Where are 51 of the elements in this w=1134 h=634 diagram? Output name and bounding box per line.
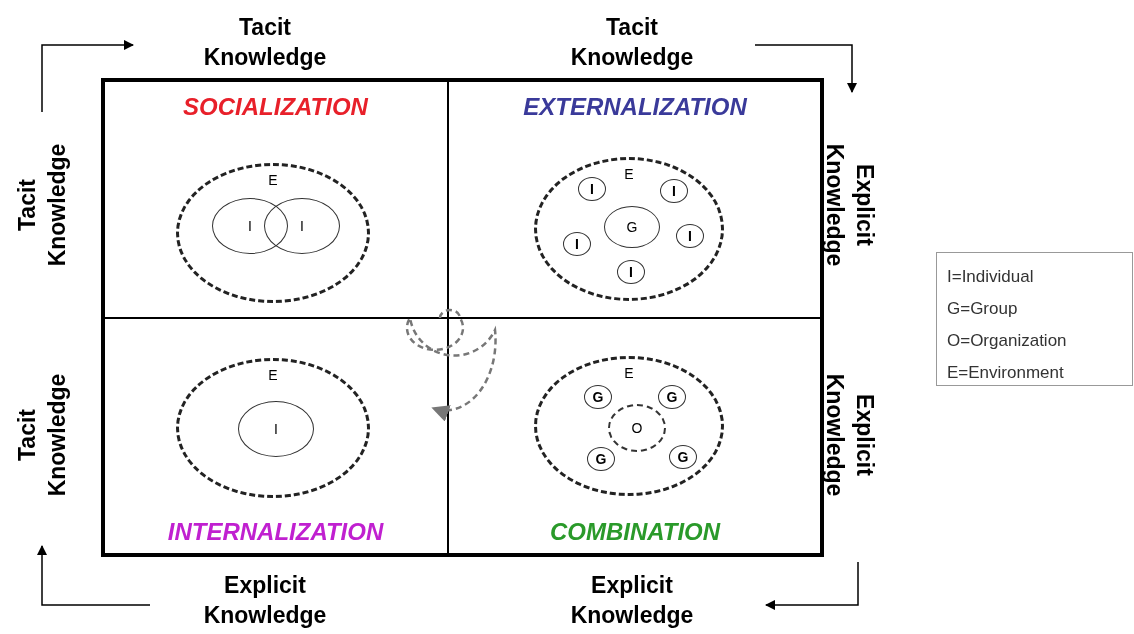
circle-label: O [631, 420, 643, 436]
axis-label: Tacit Knowledge [202, 13, 328, 72]
legend-item: I=Individual [947, 266, 1034, 288]
small-circle [563, 232, 591, 256]
circle-label: I [590, 181, 594, 197]
small-circle [658, 385, 686, 409]
circle-label: G [626, 219, 638, 235]
quadrant-title: INTERNALIZATION [166, 518, 385, 546]
axis-label: Explicit Knowledge [569, 571, 695, 630]
circle-label: G [595, 451, 607, 467]
quadrant-panel [103, 318, 448, 555]
axis-label: Tacit Knowledge [13, 372, 71, 499]
axis-label: Explicit Knowledge [821, 372, 879, 499]
quadrant-title: COMBINATION [548, 518, 722, 546]
small-circle [617, 260, 645, 284]
circle-label: I [274, 421, 278, 437]
circle-label: I [575, 236, 579, 252]
dashed-ellipse [534, 356, 724, 496]
quadrant-panel [448, 80, 822, 318]
axis-label: Tacit Knowledge [13, 142, 71, 269]
dashed-ellipse [176, 358, 370, 498]
circle-label: E [624, 166, 634, 182]
small-circle [578, 177, 606, 201]
dashed-ellipse [534, 157, 724, 301]
quadrant-panel [103, 80, 448, 318]
circle-label: E [268, 172, 278, 188]
legend-item: G=Group [947, 298, 1018, 320]
legend-item: O=Organization [947, 330, 1067, 352]
circle-label: E [624, 365, 634, 381]
small-circle [584, 385, 612, 409]
circle-label: I [300, 218, 304, 234]
circle-label: E [268, 367, 278, 383]
circle-label: G [677, 449, 689, 465]
circle-label: I [672, 183, 676, 199]
axis-label: Explicit Knowledge [821, 142, 879, 269]
quadrant-panel [448, 318, 822, 555]
circle-label: I [688, 228, 692, 244]
circle-label: G [666, 389, 678, 405]
axis-label: Tacit Knowledge [569, 13, 695, 72]
small-circle [660, 179, 688, 203]
small-circle [676, 224, 704, 248]
axis-label: Explicit Knowledge [202, 571, 328, 630]
small-circle [669, 445, 697, 469]
circle-label: I [248, 218, 252, 234]
quadrant-title: EXTERNALIZATION [522, 93, 748, 121]
quadrant-title: SOCIALIZATION [182, 93, 369, 121]
dashed-ellipse [176, 163, 370, 303]
circle-label: G [592, 389, 604, 405]
legend-item: E=Environment [947, 362, 1064, 384]
small-circle [587, 447, 615, 471]
circle-label: I [629, 264, 633, 280]
